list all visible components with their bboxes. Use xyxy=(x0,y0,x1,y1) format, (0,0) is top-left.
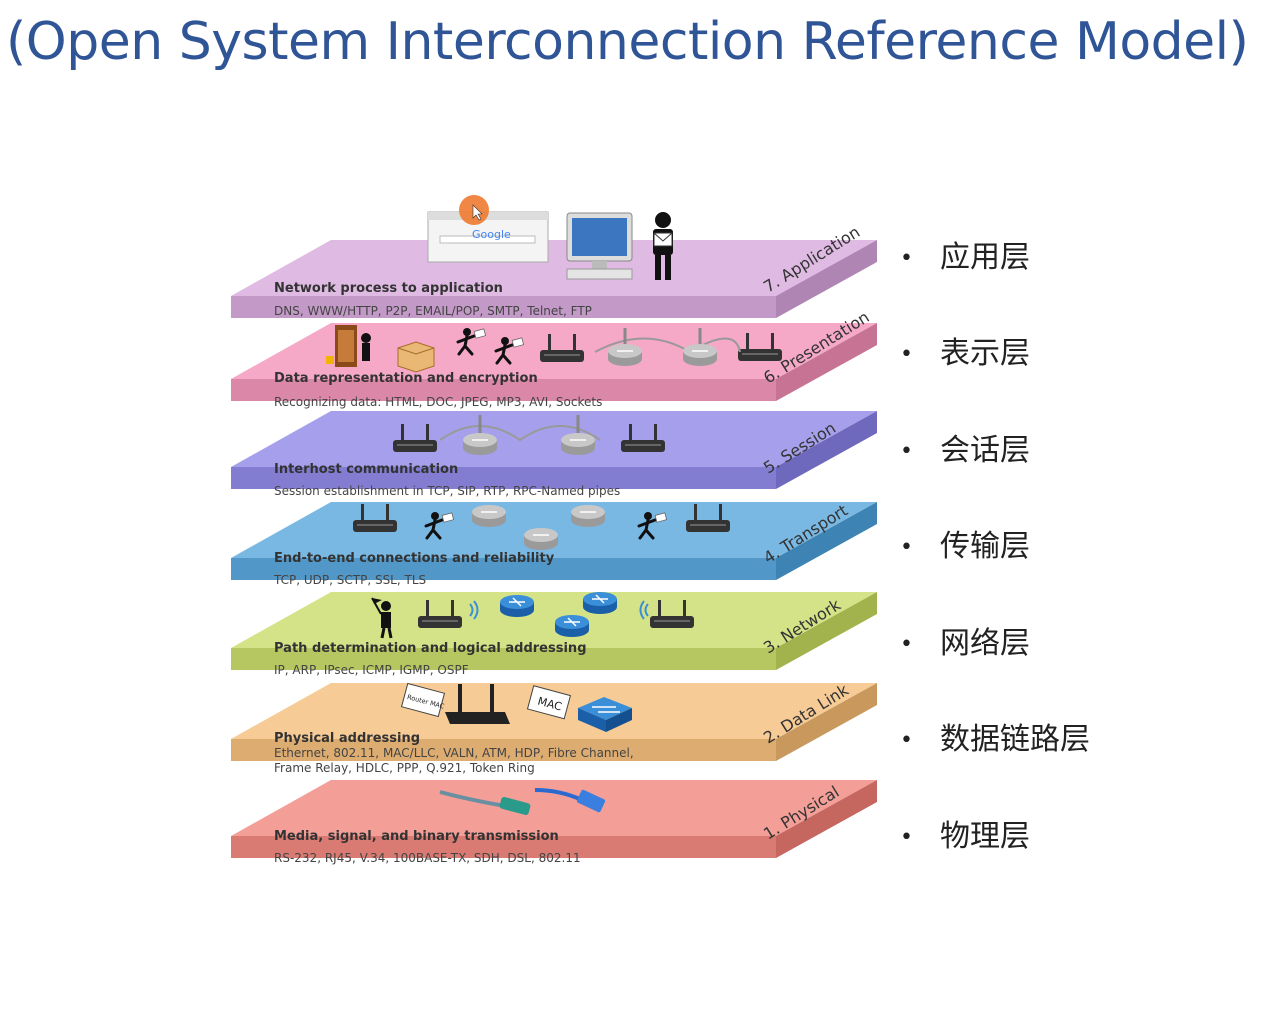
layer-7-slab xyxy=(231,240,877,318)
bridge-icon xyxy=(594,328,741,367)
chinese-layer-item: • 表示层 xyxy=(900,328,1230,372)
layer-1-description: Media, signal, and binary transmission xyxy=(274,829,559,844)
layer-7-description: Network process to application xyxy=(274,281,503,296)
bullet-icon: • xyxy=(900,535,913,560)
chinese-layer-item: • 应用层 xyxy=(900,232,1230,276)
router-icon xyxy=(570,504,606,528)
layer-1-protocols: RS-232, RJ45, V.34, 100BASE-TX, SDH, DSL… xyxy=(274,851,581,865)
mac-tag-label: MAC xyxy=(536,695,563,714)
person-with-flag-icon xyxy=(371,597,393,639)
layer-3-protocols: IP, ARP, IPsec, ICMP, IGMP, OSPF xyxy=(274,663,469,677)
bridge-icon xyxy=(439,415,601,456)
layer-4-description: End-to-end connections and reliability xyxy=(274,551,555,566)
browser-window-icon: Google xyxy=(427,211,549,263)
layer-7-protocols: DNS, WWW/HTTP, P2P, EMAIL/POP, SMTP, Tel… xyxy=(274,304,592,318)
wifi-signal-icon xyxy=(469,600,649,620)
layer-4-slab xyxy=(231,502,877,580)
google-logo: Google xyxy=(472,228,511,241)
chinese-layer-label: 数据链路层 xyxy=(940,722,1090,757)
router-icon xyxy=(499,594,535,618)
layer-5-protocols: Session establishment in TCP, SIP, RTP, … xyxy=(274,484,620,498)
layer-6-protocols: Recognizing data: HTML, DOC, JPEG, MP3, … xyxy=(274,395,602,409)
bullet-icon: • xyxy=(900,728,913,753)
layer-2-protocols-line2: Frame Relay, HDLC, PPP, Q.921, Token Rin… xyxy=(274,761,535,775)
switch-icon xyxy=(578,697,632,732)
bullet-icon: • xyxy=(900,439,913,464)
router-mac-tag: Router MAC xyxy=(400,682,446,718)
chinese-layer-item: • 网络层 xyxy=(900,618,1230,662)
layer-4-protocols: TCP, UDP, SCTP, SSL, TLS xyxy=(273,573,426,587)
router-icon xyxy=(554,614,590,638)
layer-5-description: Interhost communication xyxy=(274,462,458,477)
router-icon xyxy=(471,504,507,528)
chinese-layer-label: 网络层 xyxy=(940,626,1030,661)
chinese-layer-label: 物理层 xyxy=(940,819,1030,854)
router-icon xyxy=(523,527,559,551)
page-title: (Open System Interconnection Reference M… xyxy=(6,12,1249,72)
layer-5-slab xyxy=(231,411,877,489)
chinese-layer-label: 应用层 xyxy=(940,240,1030,275)
bullet-icon: • xyxy=(900,825,913,850)
layer-2-protocols: Ethernet, 802.11, MAC/LLC, VALN, ATM, HD… xyxy=(274,746,634,760)
mac-tag: MAC xyxy=(526,685,572,720)
layer-1-slab xyxy=(231,780,877,858)
router-icon xyxy=(445,684,510,724)
chinese-layer-label: 会话层 xyxy=(940,433,1030,468)
router-icon xyxy=(582,591,618,615)
desktop-computer-icon xyxy=(566,212,633,280)
chinese-layer-item: • 数据链路层 xyxy=(900,714,1230,758)
cable-icon xyxy=(439,788,606,816)
chinese-layer-item: • 物理层 xyxy=(900,811,1230,855)
chinese-layer-item: • 传输层 xyxy=(900,521,1230,565)
chinese-layer-label: 传输层 xyxy=(940,529,1030,564)
bullet-icon: • xyxy=(900,342,913,367)
bullet-icon: • xyxy=(900,246,913,271)
chinese-layer-label: 表示层 xyxy=(940,336,1030,371)
bookshelf-lock-icon xyxy=(326,325,371,367)
cursor-pointer-icon xyxy=(459,195,489,225)
layer-3-description: Path determination and logical addressin… xyxy=(274,641,587,656)
person-with-envelope-icon xyxy=(653,212,673,280)
chinese-layer-item: • 会话层 xyxy=(900,425,1230,469)
layer-2-description: Physical addressing xyxy=(274,731,420,746)
open-box-icon xyxy=(397,341,435,373)
layer-6-description: Data representation and encryption xyxy=(274,371,538,386)
layer-3-slab xyxy=(231,592,877,670)
bullet-icon: • xyxy=(900,632,913,657)
